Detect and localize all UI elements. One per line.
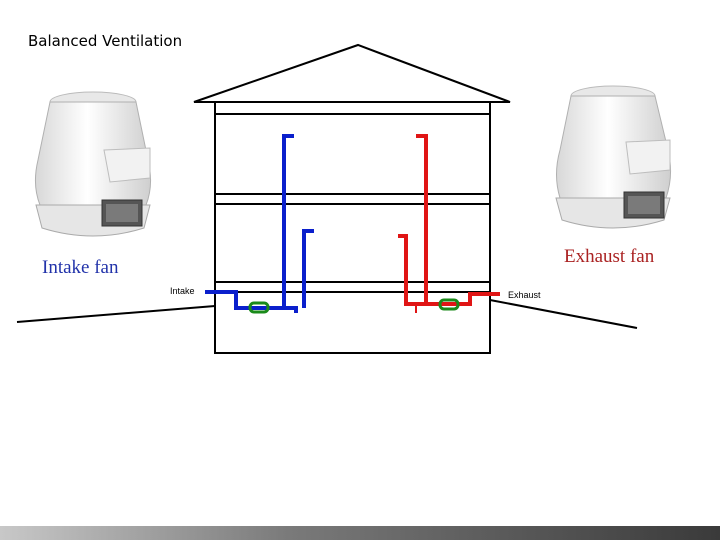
intake-riser-upper: [282, 134, 294, 308]
ground-line-right: [489, 299, 638, 329]
intake-fan-caption: Intake fan: [42, 257, 119, 278]
intake-riser-lower: [302, 229, 314, 308]
exhaust-duct-main: [398, 234, 500, 306]
footer-bar: [0, 526, 720, 540]
slide-title: Balanced Ventilation: [28, 32, 183, 50]
intake-duct: [205, 134, 314, 313]
house: [193, 43, 511, 354]
exhaust-duct: [398, 134, 500, 313]
exhaust-fan-caption: Exhaust fan: [564, 246, 655, 267]
basement-floor: [214, 281, 491, 293]
intake-heat-exchanger: [248, 301, 270, 314]
upper-floor: [214, 193, 491, 205]
attic-band: [214, 101, 491, 115]
house-roof: [193, 43, 511, 103]
exhaust-heat-exchanger: [438, 298, 460, 311]
house-walls: [214, 113, 491, 354]
exhaust-fan-image: [555, 85, 672, 229]
exhaust-pipe-label: Exhaust: [508, 290, 541, 300]
intake-fan-image: [34, 91, 152, 237]
exhaust-riser-upper: [416, 134, 428, 304]
ground-line-left: [16, 305, 216, 323]
intake-pipe-label: Intake: [170, 286, 195, 296]
intake-duct-main: [205, 290, 298, 313]
